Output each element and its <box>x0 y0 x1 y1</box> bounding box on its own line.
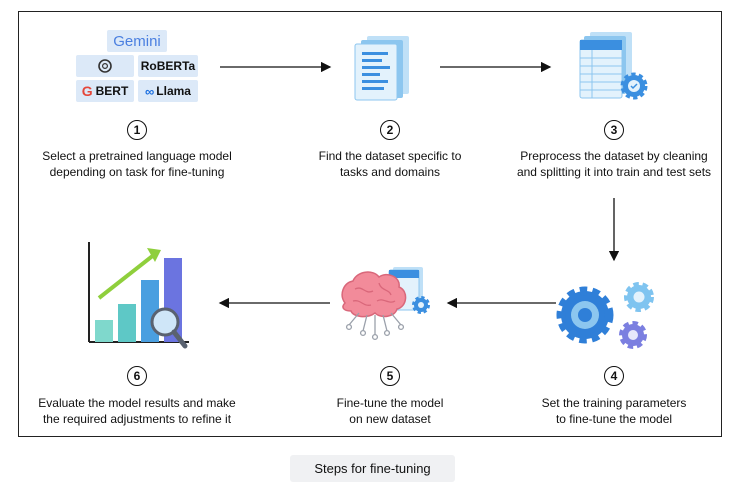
step-number-2: 2 <box>380 120 400 140</box>
step-label-4: Set the training parameters to fine-tune… <box>541 396 687 426</box>
gemini-logo: Gemini <box>107 30 167 52</box>
bert-logo: G BERT <box>76 80 134 102</box>
step-label-1: Select a pretrained language model depen… <box>42 149 232 179</box>
step-number-5: 5 <box>380 366 400 386</box>
google-g-icon: G <box>81 83 93 99</box>
step-label-3: Preprocess the dataset by cleaning and s… <box>516 149 712 179</box>
roberta-logo: RoBERTa <box>138 55 198 77</box>
step-label-2: Find the dataset specific to tasks and d… <box>318 149 462 179</box>
llama-logo: ∞ Llama <box>138 80 198 102</box>
openai-logo <box>76 55 134 77</box>
openai-icon <box>98 59 112 73</box>
step-label-6: Evaluate the model results and make the … <box>38 396 236 426</box>
step-number-6: 6 <box>127 366 147 386</box>
bar-chart-magnifier-icon <box>88 242 189 349</box>
diagram-caption: Steps for fine-tuning <box>290 455 455 482</box>
step-number-1: 1 <box>127 120 147 140</box>
step-number-3: 3 <box>604 120 624 140</box>
spreadsheet-gear-icon <box>579 32 648 100</box>
document-stack-icon <box>354 36 409 101</box>
step-number-4: 4 <box>604 366 624 386</box>
meta-infinity-icon: ∞ <box>145 83 155 99</box>
step-label-5: Fine-tune the model on new dataset <box>336 396 444 426</box>
gears-icon <box>556 282 654 349</box>
brain-circuit-icon <box>341 267 430 341</box>
